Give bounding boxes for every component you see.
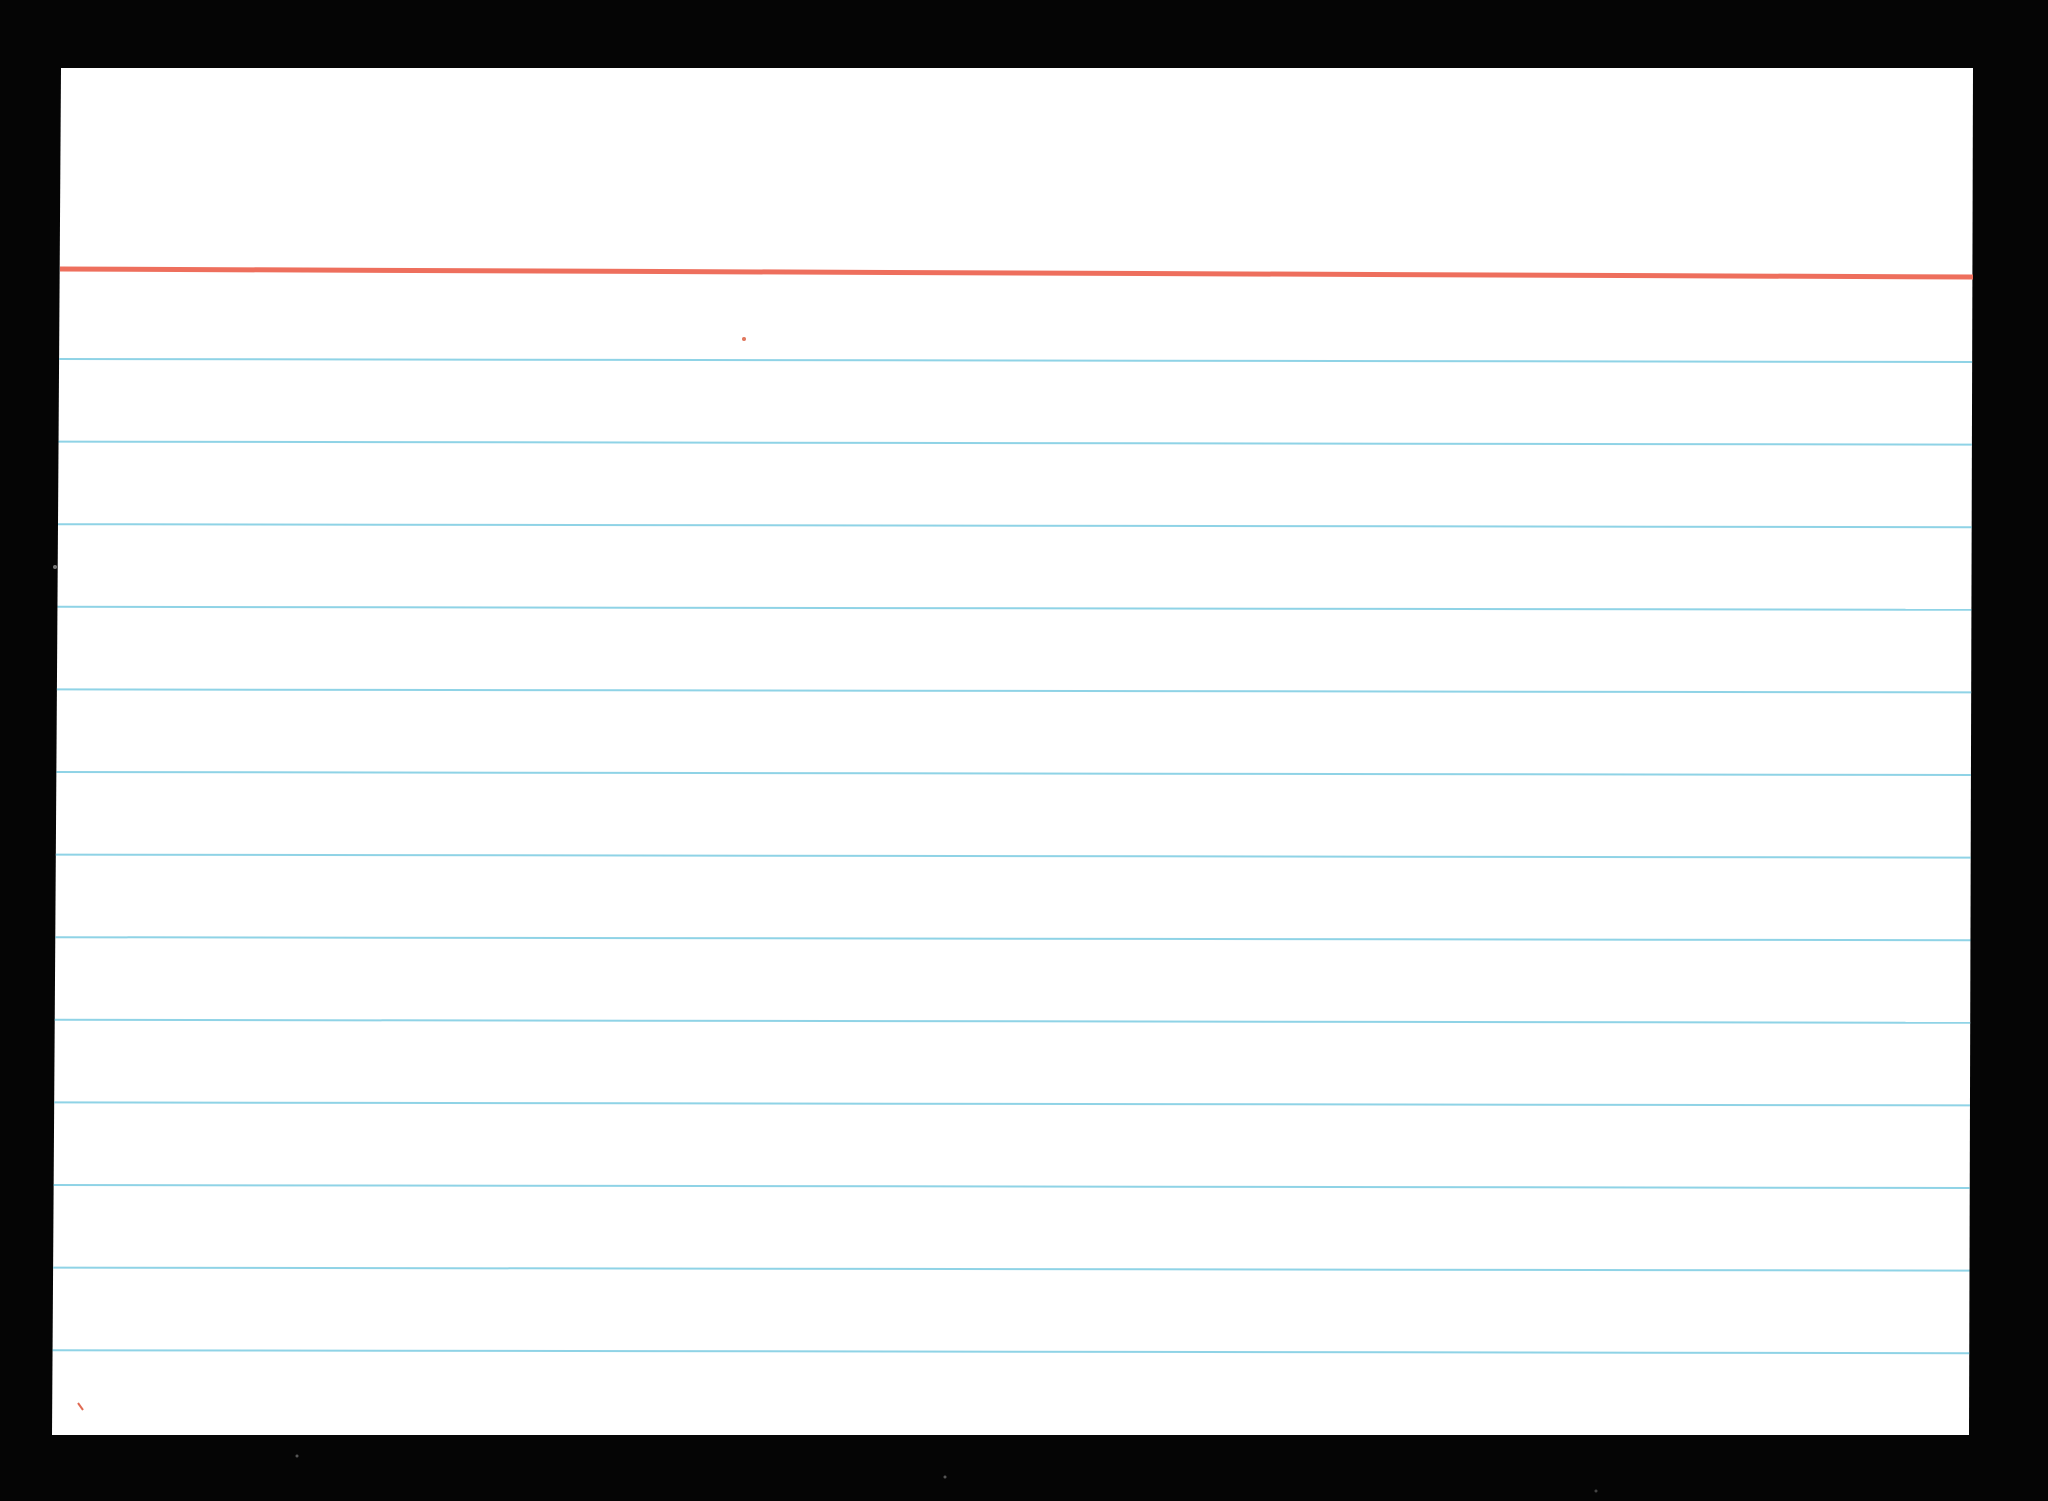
ruled-line — [55, 853, 1971, 859]
ruled-line — [55, 936, 1971, 942]
ruled-line — [54, 1018, 1971, 1024]
card-paper — [52, 68, 1973, 1435]
scan-speck — [943, 1475, 947, 1479]
ink-speck — [742, 337, 746, 341]
scan-speck — [1594, 1489, 1598, 1493]
header-rule — [59, 266, 1974, 280]
scan-speck — [295, 1454, 299, 1458]
ruled-line — [59, 358, 1973, 363]
ruled-line — [56, 688, 1972, 694]
ruled-line — [53, 1266, 1970, 1272]
ruled-line — [53, 1184, 1970, 1189]
ruled-line — [54, 1101, 1971, 1107]
ruled-line — [57, 523, 1972, 529]
ruled-line — [56, 771, 1971, 776]
ruled-line — [58, 440, 1972, 446]
ruled-line — [57, 605, 1972, 611]
ruled-lines — [52, 358, 1973, 1355]
ruled-line — [52, 1349, 1970, 1355]
corner-mark — [77, 1402, 84, 1411]
scan-speck — [53, 565, 57, 569]
